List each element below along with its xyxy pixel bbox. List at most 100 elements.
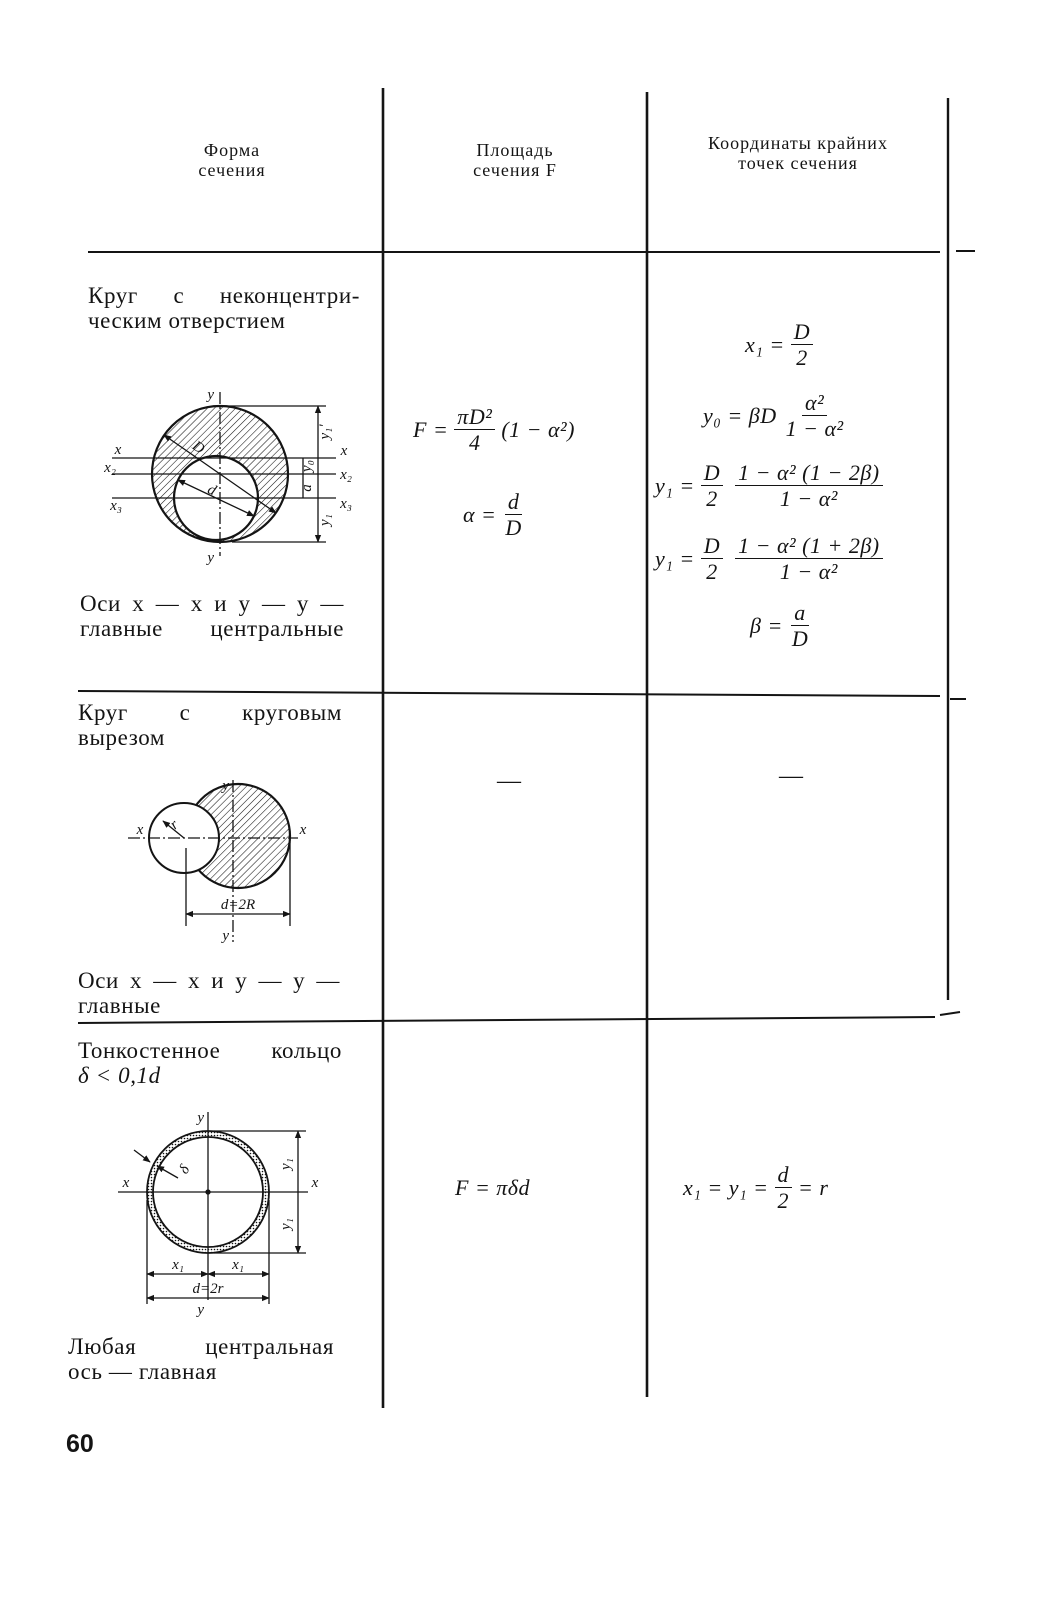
label-x1-left: x₁	[171, 1257, 184, 1273]
area-lhs: F =	[413, 416, 449, 442]
y0-lhs: y₀ = βD	[703, 402, 777, 428]
row-1-beta-formula: β = a D	[750, 600, 817, 651]
label-d-2r: d=2r	[193, 1281, 224, 1297]
header-coordinates: Координаты крайних точек сечения	[683, 133, 913, 173]
ring-coords-tail: = r	[798, 1174, 829, 1200]
label-x2-right: x₂	[339, 467, 352, 483]
ring-coords-numerator: d	[774, 1162, 793, 1188]
label-d-2R: d=2R	[221, 897, 255, 913]
row-2-title-line-2: вырезом	[78, 725, 166, 750]
row-1-title-line-2: ческим отверстием	[88, 308, 286, 333]
row-2-note: Оси x — x и y — y — главные	[78, 968, 340, 1018]
row-1-note: Оси x — x и y — y — главные центральные	[80, 591, 344, 641]
row-2-rule-tail	[939, 1011, 961, 1016]
page-number: 60	[66, 1430, 94, 1458]
y1b-numerator-2: 1 − α² (1 + 2β)	[735, 533, 883, 559]
beta-lhs: β =	[750, 612, 783, 638]
diagram-circular-cutout: y y x x r d=2R	[128, 778, 307, 944]
y1a-numerator-1: D	[700, 460, 724, 486]
label-a: a	[299, 484, 315, 492]
y0-numerator: α²	[802, 390, 828, 416]
row-2-area-dash: —	[497, 768, 521, 794]
row-2-title-line-1: Круг с круговым	[78, 700, 342, 725]
y1a-lhs: y₁ =	[655, 472, 695, 498]
area-fraction: πD² 4	[454, 404, 496, 455]
label-y-top: y	[205, 387, 214, 403]
row-2-title: Круг с круговым вырезом	[78, 700, 342, 750]
row-1-alpha-formula: α = d D	[463, 489, 531, 540]
alpha-fraction: d D	[502, 489, 524, 540]
label-x2-left: x₂	[103, 460, 116, 476]
area-factor: (1 − α²)	[501, 416, 575, 442]
ring-area-text: F = πδd	[455, 1175, 531, 1200]
label-delta: δ	[176, 1161, 194, 1177]
label-x3-right: x₃	[339, 496, 352, 512]
hole-diameter-line	[177, 479, 255, 517]
row-2-rule	[77, 1016, 936, 1024]
alpha-lhs: α =	[463, 501, 497, 527]
table-rules	[77, 88, 975, 1408]
label-y-bottom: y	[195, 1302, 204, 1318]
area-numerator: πD²	[454, 404, 496, 430]
label-x-left: x	[136, 822, 144, 838]
row-2-coordinates-dash: —	[779, 763, 803, 789]
ring-coords-fraction: d 2	[774, 1162, 793, 1213]
label-y1: y₁	[317, 514, 333, 528]
center-dot	[205, 1189, 211, 1195]
label-x-right: x	[340, 443, 348, 459]
y1b-numerator-1: D	[700, 533, 724, 559]
row-3-title-line-1: Тонкостенное кольцо	[78, 1038, 342, 1063]
beta-fraction: a D	[789, 600, 811, 651]
header-shape: Форма сечения	[132, 140, 332, 180]
row-1-y1-lower-formula: y₁ = D 2 1 − α² (1 + 2β) 1 − α²	[655, 533, 889, 584]
y1a-fraction-2: 1 − α² (1 − 2β) 1 − α²	[735, 460, 883, 511]
label-y0: y₀	[299, 460, 315, 474]
beta-denominator: D	[791, 626, 809, 651]
row-3-note-line-1: Любая центральная	[68, 1334, 334, 1359]
row-1-x1-formula: x₁ = D 2	[745, 319, 819, 370]
row-2-note-line-2: главные	[78, 993, 161, 1018]
row-1-area-formula: F = πD² 4 (1 − α²)	[413, 404, 575, 455]
header-coordinates-line-1: Координаты крайних	[708, 133, 888, 153]
row-3-note: Любая центральная ось — главная	[68, 1334, 334, 1384]
row-1-y1-upper-formula: y₁ = D 2 1 − α² (1 − 2β) 1 − α²	[655, 460, 889, 511]
header-area-line-2: сечения F	[473, 160, 557, 180]
label-y-bottom: y	[205, 550, 214, 566]
y1b-fraction-1: D 2	[700, 533, 724, 584]
y0-denominator: 1 − α²	[785, 416, 844, 441]
area-denominator: 4	[469, 430, 481, 455]
row-1-note-line-2: главные центральные	[80, 616, 344, 641]
row-3-title: Тонкостенное кольцо δ < 0,1d	[78, 1038, 342, 1088]
diagram-thin-ring: y y x x δ y₁ y₁ x₁ x₁ d=2r	[118, 1110, 319, 1318]
row-3-note-line-2: ось — главная	[68, 1359, 217, 1384]
header-area: Площадь сечения F	[415, 140, 615, 180]
label-y1-prime: y₁'	[317, 424, 333, 442]
label-x-left: x	[114, 442, 122, 458]
outer-diameter-line	[163, 434, 277, 514]
label-d: d	[205, 482, 219, 500]
thickness-arrow-outer	[133, 1149, 151, 1163]
y1a-denominator-1: 2	[706, 486, 718, 511]
row-3-title-line-2: δ < 0,1d	[78, 1063, 161, 1088]
label-y1-bottom: y₁	[278, 1218, 294, 1232]
ring-coords-denominator: 2	[777, 1188, 790, 1213]
row-1-rule	[77, 690, 941, 697]
x1-numerator: D	[790, 319, 814, 345]
thickness-arrow-inner	[156, 1165, 179, 1179]
label-x-right: x	[299, 822, 307, 838]
y1b-fraction-2: 1 − α² (1 + 2β) 1 − α²	[735, 533, 883, 584]
label-x3-left: x₃	[109, 498, 122, 514]
beta-numerator: a	[791, 600, 809, 626]
row-1-y0-formula: y₀ = βD α² 1 − α²	[703, 390, 853, 441]
x1-lhs: x₁ =	[745, 331, 785, 357]
label-y-bottom: y	[220, 928, 229, 944]
alpha-numerator: d	[504, 489, 523, 515]
label-y-top: y	[195, 1110, 204, 1126]
header-coordinates-line-2: точек сечения	[738, 153, 858, 173]
header-area-line-1: Площадь	[476, 140, 554, 160]
label-y-top: y	[220, 778, 229, 794]
diagram-eccentric-hole: y y x x₂ x₃ x x₂ x₃ D d y₁' y₀ a y₁	[103, 387, 352, 566]
x1-fraction: D 2	[790, 319, 814, 370]
row-1-title-line-1: Круг с неконцентри-	[88, 283, 360, 308]
